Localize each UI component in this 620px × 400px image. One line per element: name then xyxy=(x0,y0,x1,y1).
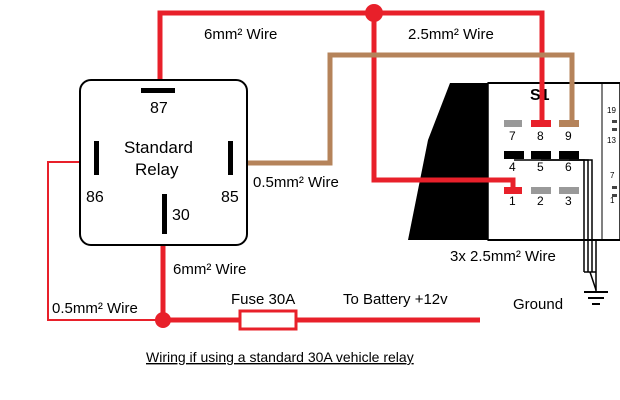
relay-pin-86-label: 86 xyxy=(86,189,104,206)
power-wires xyxy=(157,10,545,323)
pin-label-3: 3 xyxy=(565,194,572,208)
junction-top xyxy=(365,4,383,22)
pin-slot-9 xyxy=(559,120,579,127)
wire-85-control xyxy=(247,52,575,166)
pin-label-7: 7 xyxy=(509,129,516,143)
pin-slot-7 xyxy=(504,120,522,127)
label-top-right-wire: 2.5mm² Wire xyxy=(408,26,494,43)
wire-to-pin-1 xyxy=(371,13,516,190)
relay-pin-87 xyxy=(141,88,175,93)
pin-slot-4 xyxy=(504,151,524,159)
pin-slot-1 xyxy=(504,187,522,194)
pin-label-2: 2 xyxy=(537,194,544,208)
relay-pin-30 xyxy=(162,194,167,234)
relay-pin-87-label: 87 xyxy=(150,100,168,117)
side-pin-19: 19 xyxy=(607,106,616,115)
standard-relay: 87 86 85 30 Standard Relay xyxy=(79,79,248,246)
relay-pin-86 xyxy=(94,141,99,175)
relay-pin-30-label: 30 xyxy=(172,207,190,224)
pin-slot-8 xyxy=(531,120,551,127)
label-top-left-wire: 6mm² Wire xyxy=(204,26,277,43)
label-control-wire: 0.5mm² Wire xyxy=(253,174,339,191)
relay-title-line2: Relay xyxy=(135,160,179,179)
fuse-30a xyxy=(238,309,298,331)
diagram-caption: Wiring if using a standard 30A vehicle r… xyxy=(146,349,414,365)
pin-label-5: 5 xyxy=(537,160,544,174)
pin-slot-3 xyxy=(559,187,579,194)
connector-s1: S1 7 8 9 4 5 6 1 2 3 19 13 7 1 xyxy=(408,82,620,241)
relay-pin-85-label: 85 xyxy=(221,189,239,206)
label-fuse: Fuse 30A xyxy=(231,291,295,308)
label-ground: Ground xyxy=(513,296,563,313)
wire-87-top xyxy=(157,10,545,122)
pin-label-4: 4 xyxy=(509,160,516,174)
pin-slot-5 xyxy=(531,151,551,159)
connector-face xyxy=(408,83,488,240)
ground-loom xyxy=(514,159,597,292)
pin-label-8: 8 xyxy=(537,129,544,143)
pin-slot-6 xyxy=(559,151,579,159)
side-pin-7: 7 xyxy=(610,171,615,180)
side-pin-1: 1 xyxy=(610,196,615,205)
ground-symbol xyxy=(584,291,608,305)
pin-label-6: 6 xyxy=(565,160,572,174)
relay-body xyxy=(79,79,248,246)
connector-body xyxy=(487,82,620,241)
label-loom-wire: 3x 2.5mm² Wire xyxy=(450,248,556,265)
label-pin30-wire: 6mm² Wire xyxy=(173,261,246,278)
pin-slot-2 xyxy=(531,187,551,194)
side-pin-13: 13 xyxy=(607,136,616,145)
pin-label-9: 9 xyxy=(565,129,572,143)
wire-86-lead xyxy=(47,161,163,321)
label-battery: To Battery +12v xyxy=(343,291,448,308)
label-ground-lead-wire: 0.5mm² Wire xyxy=(52,300,138,317)
relay-pin-85 xyxy=(228,141,233,175)
junction-bottom xyxy=(155,312,171,328)
pin-label-1: 1 xyxy=(509,194,516,208)
relay-title-line1: Standard xyxy=(124,138,193,157)
